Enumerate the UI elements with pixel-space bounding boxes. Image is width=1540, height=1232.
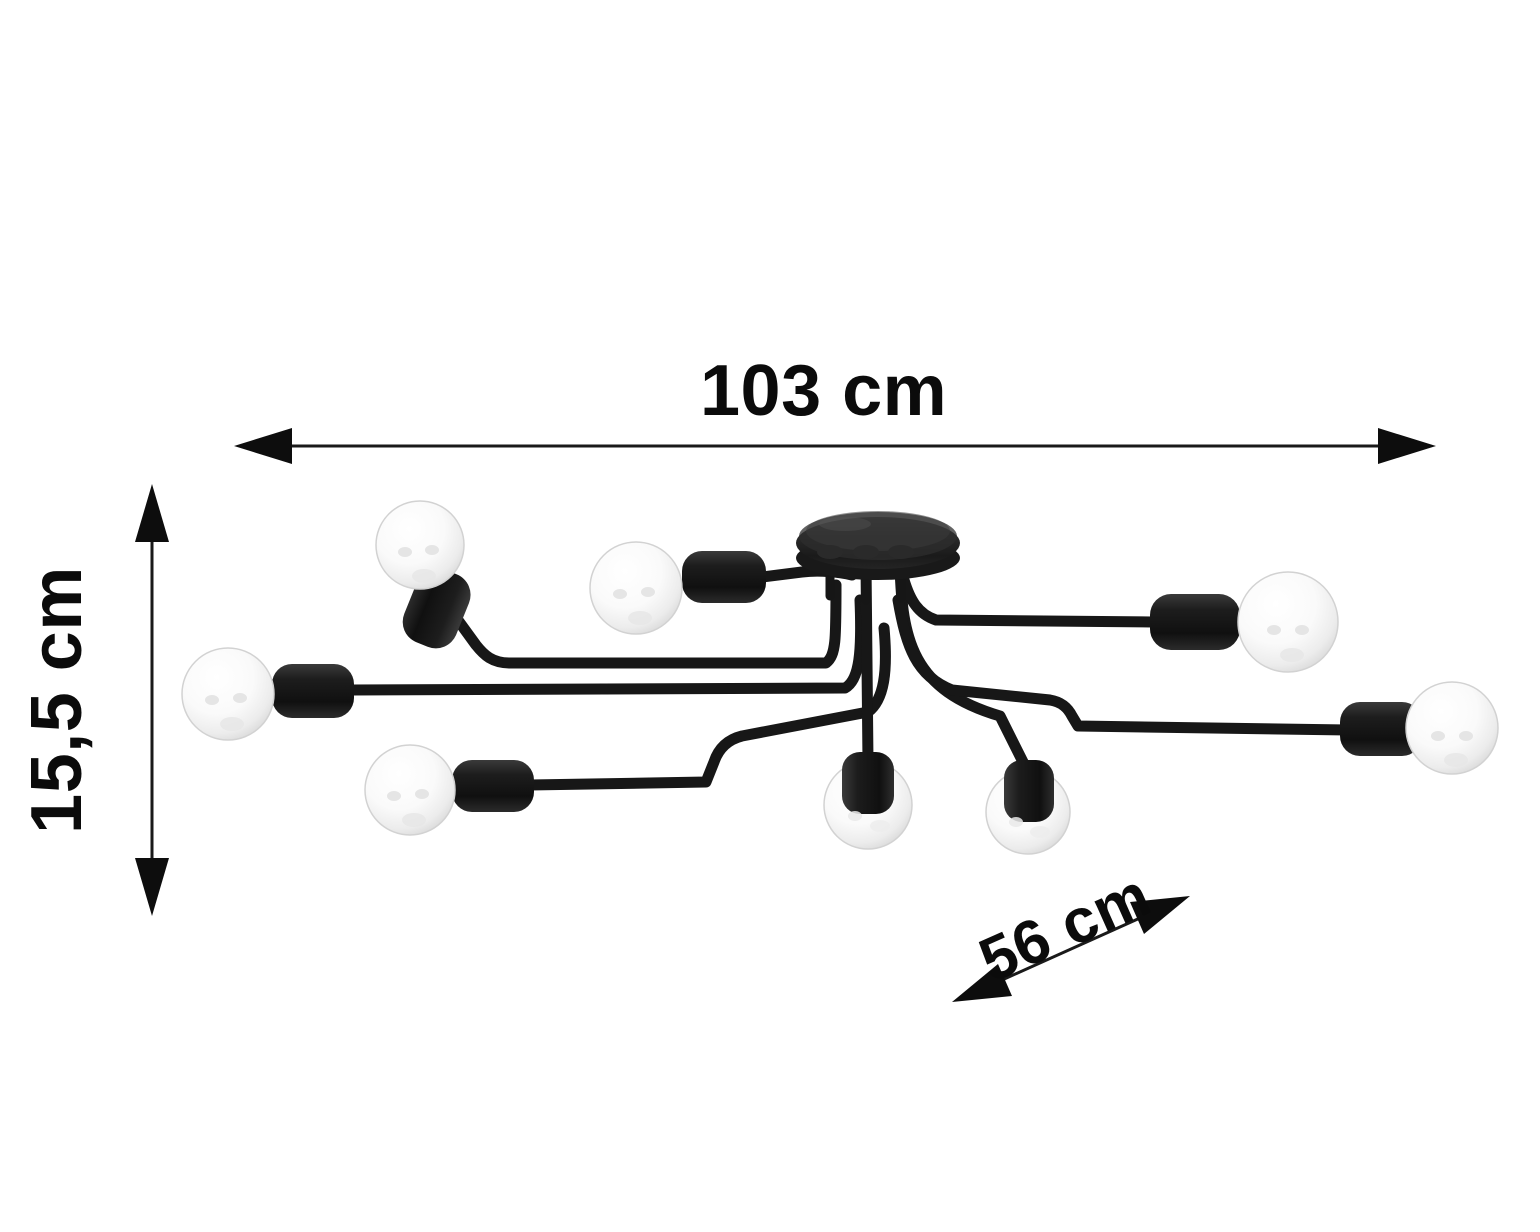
bulb-right-upper [1150, 571, 1339, 673]
width-dimension-arrow [234, 428, 1436, 464]
arm-lower-left [524, 622, 891, 791]
height-dimension-arrow [135, 484, 169, 916]
bulb-center-down-right [985, 760, 1071, 855]
bulb-center-down-left [823, 752, 913, 850]
ceiling-canopy [796, 511, 960, 605]
bulb-lower-left [364, 744, 534, 836]
arm-right-lower [892, 594, 1354, 736]
bulb-right-lower [1340, 681, 1499, 775]
arm-right-upper [898, 574, 1158, 628]
height-dimension-label: 15,5 cm [17, 566, 97, 834]
width-dimension-label: 103 cm [700, 351, 948, 431]
bulb-top-left-glass [375, 500, 465, 590]
bulb-top-center-left [589, 541, 766, 635]
bulb-left-outer [181, 647, 354, 741]
arm-top-left [446, 579, 842, 669]
depth-dimension-arrow [952, 896, 1190, 1002]
arm-left-outer [346, 594, 867, 696]
